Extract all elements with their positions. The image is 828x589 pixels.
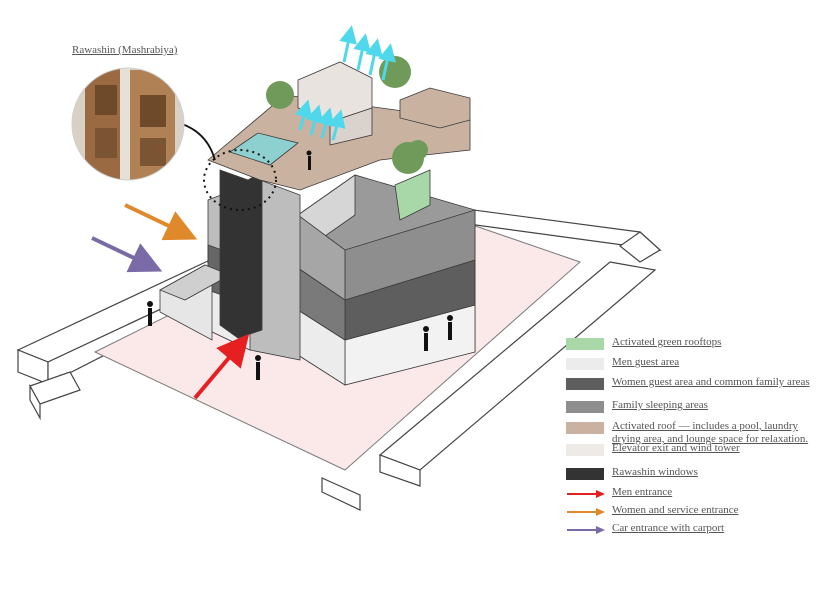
legend-swatch (566, 422, 604, 434)
legend-label: Women and service entrance (612, 504, 739, 516)
legend-item: Car entrance with carport (566, 522, 828, 540)
legend-item: Women guest area and common family areas (566, 376, 828, 394)
legend-swatch (566, 338, 604, 350)
legend-label: Car entrance with carport (612, 522, 725, 534)
legend-item: Family sleeping areas (566, 399, 828, 417)
legend-item: Women and service entrance (566, 504, 828, 522)
legend-arrow-icon (567, 508, 605, 516)
legend-item: Activated roof — includes a pool, laundr… (566, 420, 828, 445)
rawashin-highlight (203, 149, 277, 211)
car-entrance-arrow (91, 236, 163, 273)
legend-label: Activated green rooftops (612, 336, 722, 348)
legend-item: Rawashin windows (566, 466, 828, 484)
inset-title: Rawashin (Mashrabiya) (72, 44, 178, 56)
legend-arrow-icon (567, 526, 605, 534)
legend-swatch (566, 358, 604, 370)
men-entrance-arrow (193, 333, 250, 400)
legend-label: Men entrance (612, 486, 673, 498)
legend-item: Activated green rooftops (566, 336, 828, 354)
legend-label: Family sleeping areas (612, 399, 708, 411)
legend-swatch (566, 468, 604, 480)
women-entrance-arrow (124, 203, 198, 241)
legend-item: Men entrance (566, 486, 828, 504)
wind-arrows (294, 25, 396, 141)
legend-label: Rawashin windows (612, 466, 698, 478)
legend-swatch (566, 378, 604, 390)
legend-item: Elevator exit and wind tower (566, 442, 828, 460)
legend-label: Men guest area (612, 356, 680, 368)
legend-arrow-icon (567, 490, 605, 498)
legend-label: Women guest area and common family areas (612, 376, 810, 388)
building (159, 61, 476, 386)
legend-swatch (566, 401, 604, 413)
legend-swatch (566, 444, 604, 456)
people (147, 150, 453, 380)
legend-label: Elevator exit and wind tower (612, 442, 740, 454)
legend-label: Activated roof — includes a pool, laundr… (612, 420, 809, 445)
rawashin-photo (72, 68, 184, 180)
legend-item: Men guest area (566, 356, 828, 374)
